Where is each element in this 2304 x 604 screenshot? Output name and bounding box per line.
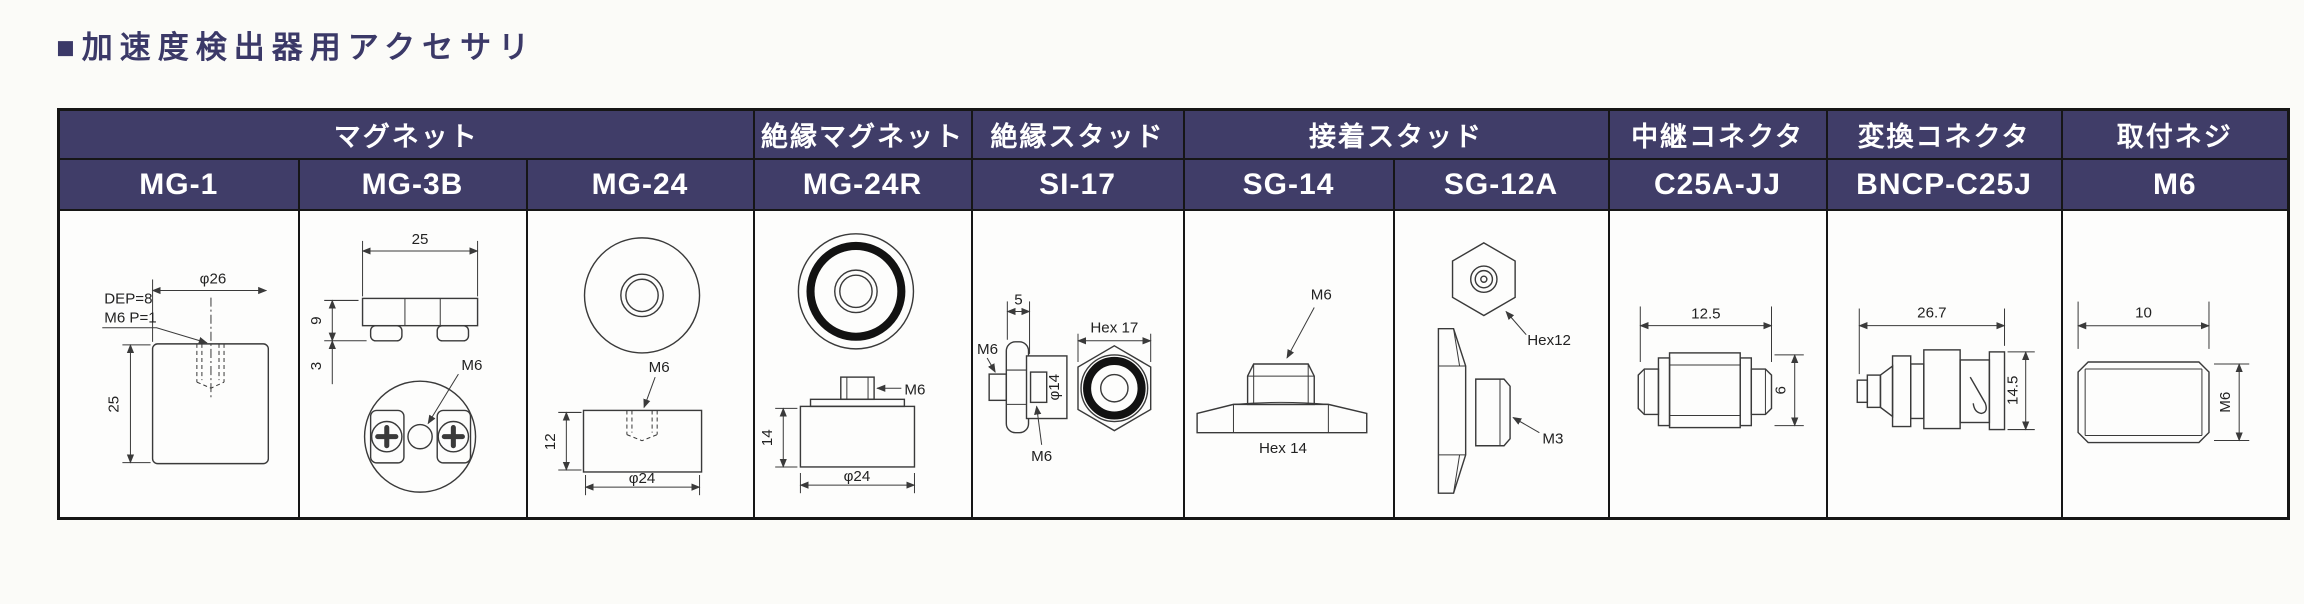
model-bncpc25j: BNCP-C25J: [1825, 158, 2063, 211]
si17-side-view: 5 M6 φ14 M6: [977, 291, 1068, 465]
mg24-top-view: [583, 237, 700, 354]
mg1-note1-label: DEP=8: [104, 291, 152, 308]
model-m6: M6: [2060, 158, 2290, 211]
c25ajj-drawing: 12.5 6: [1637, 306, 1804, 429]
accessory-table: マグネット 絶縁マグネット 絶縁スタッド 接着スタッド 中継コネクタ 変換コネク…: [57, 108, 2291, 520]
mg24-height-label: 12: [542, 433, 559, 450]
mg24-drawing: M6 12 φ24: [542, 237, 702, 496]
mg3b-dimensions: 25 9 3: [308, 231, 478, 385]
page-title: ■加速度検出器用アクセサリ: [56, 30, 537, 65]
cell-si17: 5 M6 φ14 M6 Hex 17: [970, 209, 1185, 520]
mg24r-drawing: M6 14 φ24: [759, 233, 925, 494]
mg1-dimensions: φ26 DEP=8 M6 P=1 25: [102, 270, 268, 464]
mg3b-side-view: [361, 297, 478, 342]
mg3b-h2-label: 3: [308, 362, 325, 370]
cell-mg24r: M6 14 φ24: [752, 209, 973, 520]
m6-screw-body: [2076, 361, 2210, 444]
bncpc25j-body: [1856, 349, 2005, 431]
mg24r-top-view: [797, 233, 914, 350]
mg24-thread-label: M6: [648, 359, 669, 376]
bncpc25j-dimensions: 26.7 14.5: [1857, 305, 2035, 431]
category-insulated-magnet: 絶縁マグネット: [752, 108, 973, 160]
model-sg12a: SG-12A: [1392, 158, 1610, 211]
cell-bncpc25j: 26.7 14.5: [1825, 209, 2063, 520]
mg3b-bottom-view: M6: [363, 357, 482, 493]
si17-hex-label: Hex 17: [1090, 320, 1138, 337]
mg1-height-label: 25: [105, 396, 122, 413]
mg1-note2-label: M6 P=1: [104, 310, 156, 327]
mg1-block-outline: [151, 297, 270, 465]
m6-thread-label: M6: [2217, 392, 2234, 413]
drawing-row: φ26 DEP=8 M6 P=1 25: [57, 209, 2290, 520]
sg12a-side-view: M3: [1437, 327, 1563, 494]
si17-thread-left-label: M6: [977, 341, 998, 358]
mg24-dimensions: 12 φ24: [542, 411, 700, 496]
mg3b-width-label: 25: [411, 231, 428, 248]
sg12a-hex-label: Hex12: [1527, 332, 1571, 349]
model-mg1: MG-1: [57, 158, 300, 211]
sg14-hex-label: Hex 14: [1259, 440, 1307, 457]
c25ajj-w-label: 12.5: [1691, 306, 1720, 323]
m6-w-label: 10: [2135, 305, 2152, 322]
mg3b-thread-label: M6: [461, 357, 482, 374]
model-c25ajj: C25A-JJ: [1607, 158, 1828, 211]
category-header-row: マグネット 絶縁マグネット 絶縁スタッド 接着スタッド 中継コネクタ 変換コネク…: [57, 108, 2290, 160]
model-mg24r: MG-24R: [752, 158, 973, 211]
si17-w-label: 5: [1014, 291, 1022, 308]
category-insulated-stud: 絶縁スタッド: [970, 108, 1185, 160]
sg12a-drawing: Hex12 M3: [1437, 242, 1571, 494]
cell-m6: 10 M6: [2060, 209, 2290, 520]
cell-mg1: φ26 DEP=8 M6 P=1 25: [57, 209, 300, 520]
cell-mg24: M6 12 φ24: [525, 209, 755, 520]
m6-dimensions: 10 M6: [2076, 301, 2249, 442]
model-mg24: MG-24: [525, 158, 755, 211]
category-magnet: マグネット: [57, 108, 755, 160]
category-mounting-screw: 取付ネジ: [2060, 108, 2290, 160]
mg1-dia-label: φ26: [200, 270, 227, 287]
mg1-drawing: φ26 DEP=8 M6 P=1 25: [102, 270, 270, 465]
mg24-dia-label: φ24: [628, 470, 655, 487]
si17-thread-bottom-label: M6: [1031, 448, 1052, 465]
mg3b-h1-label: 9: [308, 316, 325, 324]
mg24r-side-view: M6: [799, 376, 925, 468]
mg3b-drawing: 25 9 3: [308, 231, 482, 493]
mg24r-dimensions: 14 φ24: [759, 407, 915, 494]
c25ajj-dimensions: 12.5 6: [1638, 306, 1804, 427]
sg12a-thread-label: M3: [1542, 431, 1563, 448]
c25ajj-body: [1637, 352, 1772, 429]
model-si17: SI-17: [970, 158, 1185, 211]
model-mg3b: MG-3B: [297, 158, 528, 211]
sg14-thread-label: M6: [1310, 286, 1331, 303]
mg24r-thread-label: M6: [904, 381, 925, 398]
category-relay-connector: 中継コネクタ: [1607, 108, 1828, 160]
sg14-stud-view: M6 Hex 14: [1195, 286, 1367, 457]
model-sg14: SG-14: [1182, 158, 1395, 211]
bncpc25j-h-label: 14.5: [2004, 376, 2021, 405]
cell-c25ajj: 12.5 6: [1607, 209, 1828, 520]
mg24r-height-label: 14: [759, 429, 776, 446]
category-conversion-connector: 変換コネクタ: [1825, 108, 2063, 160]
cell-sg12a: Hex12 M3: [1392, 209, 1610, 520]
m6-drawing: 10 M6: [2076, 301, 2249, 444]
category-adhesive-stud: 接着スタッド: [1182, 108, 1610, 160]
mg24-side-view: M6: [582, 359, 702, 473]
model-header-row: MG-1 MG-3B MG-24 MG-24R SI-17 SG-14 SG-1…: [57, 158, 2290, 211]
si17-dia-label: φ14: [1045, 374, 1062, 401]
bncpc25j-drawing: 26.7 14.5: [1856, 305, 2035, 431]
mg24r-dia-label: φ24: [843, 468, 870, 485]
si17-drawing: 5 M6 φ14 M6 Hex 17: [977, 291, 1152, 465]
bncpc25j-w-label: 26.7: [1917, 305, 1946, 322]
sg12a-top-view: Hex12: [1451, 242, 1571, 349]
si17-front-view: Hex 17: [1076, 320, 1152, 432]
cell-mg3b: 25 9 3: [297, 209, 528, 520]
sg14-drawing: M6 Hex 14: [1195, 286, 1367, 457]
cell-sg14: M6 Hex 14: [1182, 209, 1395, 520]
c25ajj-h-label: 6: [1772, 386, 1789, 394]
